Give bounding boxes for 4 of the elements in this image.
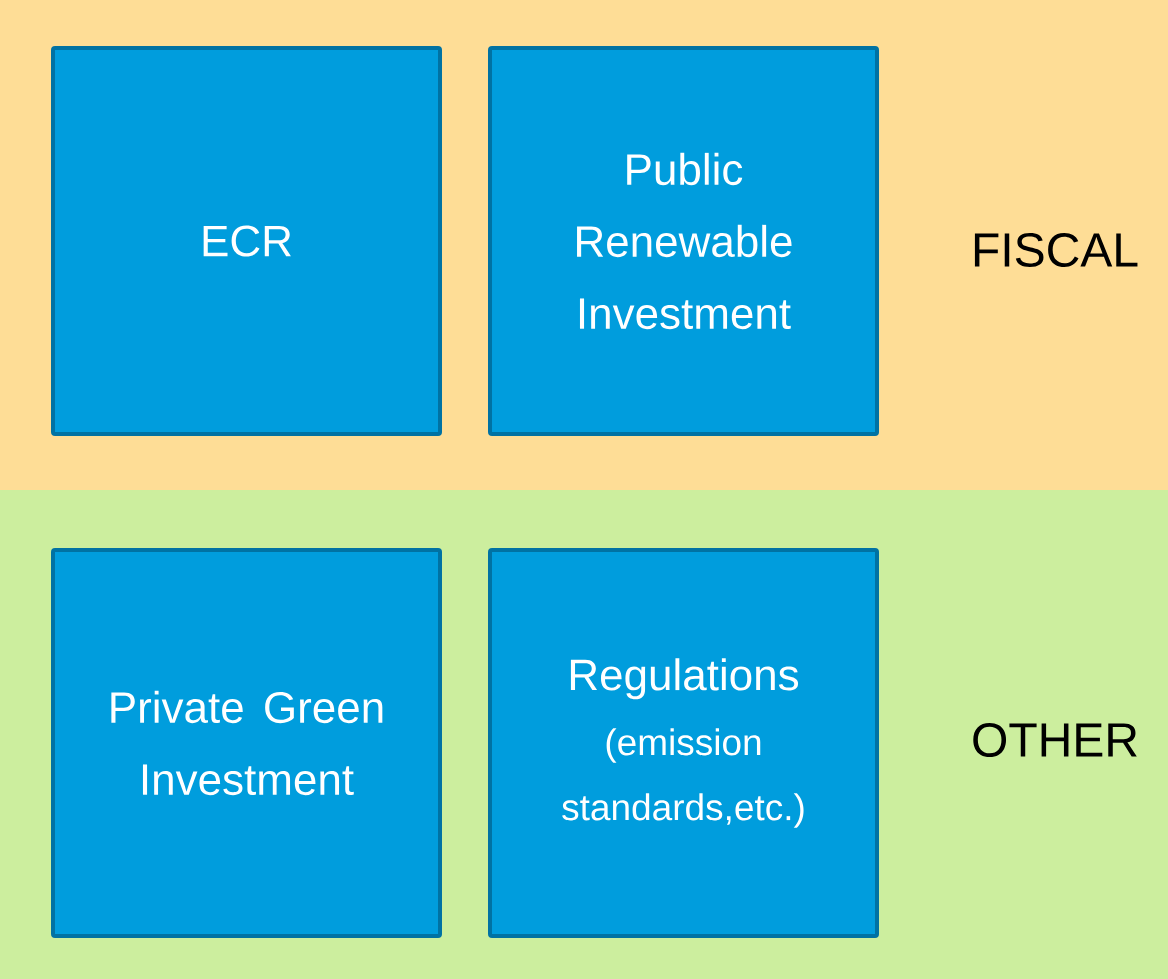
text-box: Public Renewable Investment <box>488 46 879 436</box>
text-box: Private Green Investment <box>51 548 442 938</box>
text-box: Regulations (emission standards,etc.) <box>488 548 879 938</box>
text-box: ECR <box>51 46 442 436</box>
